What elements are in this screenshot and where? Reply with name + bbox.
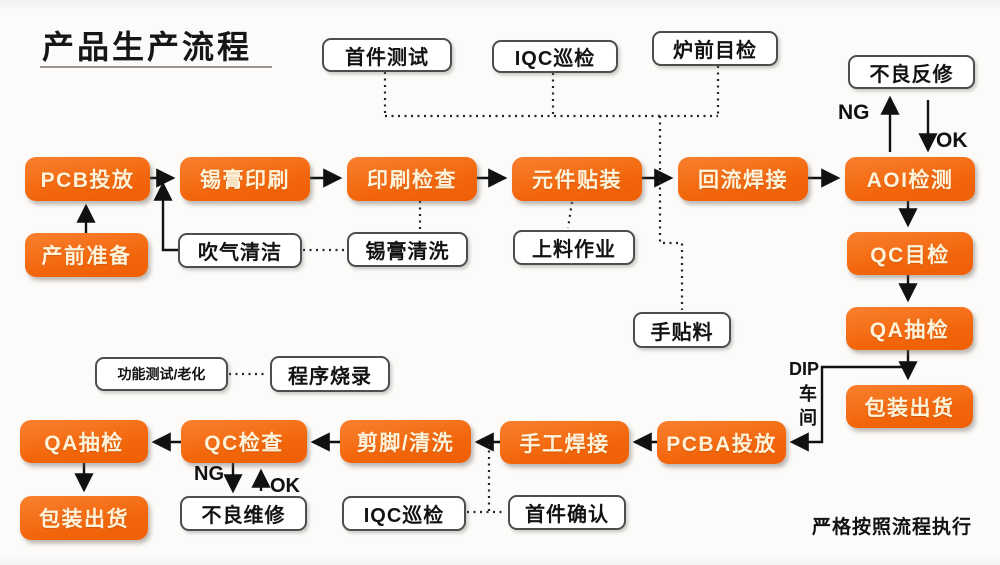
node-label: 产前准备 (41, 245, 132, 268)
node-air-blow-clean: 吹气清洁 (178, 233, 302, 268)
title-underline (40, 66, 272, 68)
node-label: AOI检测 (866, 169, 954, 192)
node-label: 程序烧录 (288, 365, 372, 388)
page-title: 产品生产流程 (42, 29, 253, 65)
node-label: 上料作业 (532, 239, 616, 261)
node-component-mount: 元件贴装 (512, 157, 642, 201)
label-dip-line3: 间 (799, 408, 817, 428)
label-ok-top: OK (936, 129, 968, 152)
node-label: 手工焊接 (519, 432, 610, 456)
node-label: QA抽检 (44, 431, 124, 455)
arrow-dip-branch-to-pcba (789, 365, 908, 452)
node-iqc-patrol-bottom: IQC巡检 (342, 496, 466, 531)
node-packing-top: 包装出货 (846, 385, 973, 428)
node-label: 不良反修 (869, 63, 954, 86)
node-print-inspection: 印刷检查 (347, 157, 477, 201)
node-label: IQC巡检 (514, 48, 596, 70)
node-hand-placement: 手贴料 (633, 312, 731, 348)
label-ng-top: NG (838, 101, 870, 124)
label-dip-line1: DIP (789, 359, 820, 379)
node-label: 手贴料 (650, 321, 714, 344)
node-label: QC检查 (204, 431, 284, 455)
arrow-airblow-to-flow (153, 181, 180, 252)
node-pcb-release: PCB投放 (25, 157, 150, 201)
node-packing-bottom: 包装出货 (20, 496, 148, 540)
label-dip-line2: 车 (799, 384, 817, 404)
node-function-test-aging: 功能测试/老化 (95, 357, 228, 391)
node-program-burning: 程序烧录 (270, 356, 390, 392)
node-hand-solder: 手工焊接 (500, 421, 629, 464)
node-label: 元件贴装 (532, 169, 622, 192)
node-qc-visual: QC目检 (847, 232, 973, 275)
node-label: QC目检 (870, 243, 950, 267)
node-first-article-test: 首件测试 (322, 38, 452, 72)
node-qc-check: QC检查 (181, 420, 307, 463)
node-label: 炉前目检 (673, 40, 757, 62)
node-label: PCB投放 (40, 169, 135, 192)
node-label: IQC巡检 (363, 505, 445, 527)
node-label: 剪脚/清洗 (356, 431, 455, 455)
node-label: QA抽检 (869, 318, 950, 342)
node-qa-sampling-bottom: QA抽检 (20, 420, 148, 463)
dotted-bus-to-handplacement (658, 116, 684, 310)
node-label: 包装出货 (39, 508, 129, 531)
node-cut-clean: 剪脚/清洗 (340, 420, 471, 463)
node-label: 锡膏清洗 (365, 241, 450, 263)
label-ng-bottom: NG (194, 463, 224, 485)
node-aoi-inspection: AOI检测 (845, 157, 975, 201)
node-first-article-confirm: 首件确认 (508, 495, 626, 530)
node-label: 包装出货 (864, 396, 955, 420)
node-label: 功能测试/老化 (117, 366, 206, 382)
node-label: 回流焊接 (698, 169, 788, 192)
node-reflow-solder: 回流焊接 (678, 157, 808, 201)
node-pre-production: 产前准备 (25, 233, 148, 277)
node-iqc-patrol-top: IQC巡检 (492, 40, 618, 73)
node-loading-operation: 上料作业 (513, 230, 635, 265)
node-solder-paste-clean: 锡膏清洗 (347, 232, 468, 267)
node-pre-furnace-visual: 炉前目检 (652, 31, 778, 66)
node-pcba-release: PCBA投放 (657, 421, 786, 464)
node-defect-rework: 不良反修 (848, 55, 975, 89)
node-label: 印刷检查 (367, 169, 457, 192)
node-label: PCBA投放 (666, 432, 777, 456)
node-label: 锡膏印刷 (200, 169, 290, 192)
label-ok-bottom: OK (270, 475, 300, 497)
node-label: 吹气清洁 (198, 242, 282, 264)
node-qa-sampling-top: QA抽检 (846, 307, 973, 350)
node-solder-paste-print: 锡膏印刷 (180, 157, 310, 201)
footer-note: 严格按照流程执行 (812, 517, 973, 538)
dotted-mount-to-loading (566, 201, 574, 229)
node-label: 首件测试 (345, 46, 429, 69)
node-label: 不良维修 (201, 505, 286, 527)
node-label: 首件确认 (525, 504, 609, 526)
node-defect-repair: 不良维修 (180, 496, 307, 531)
